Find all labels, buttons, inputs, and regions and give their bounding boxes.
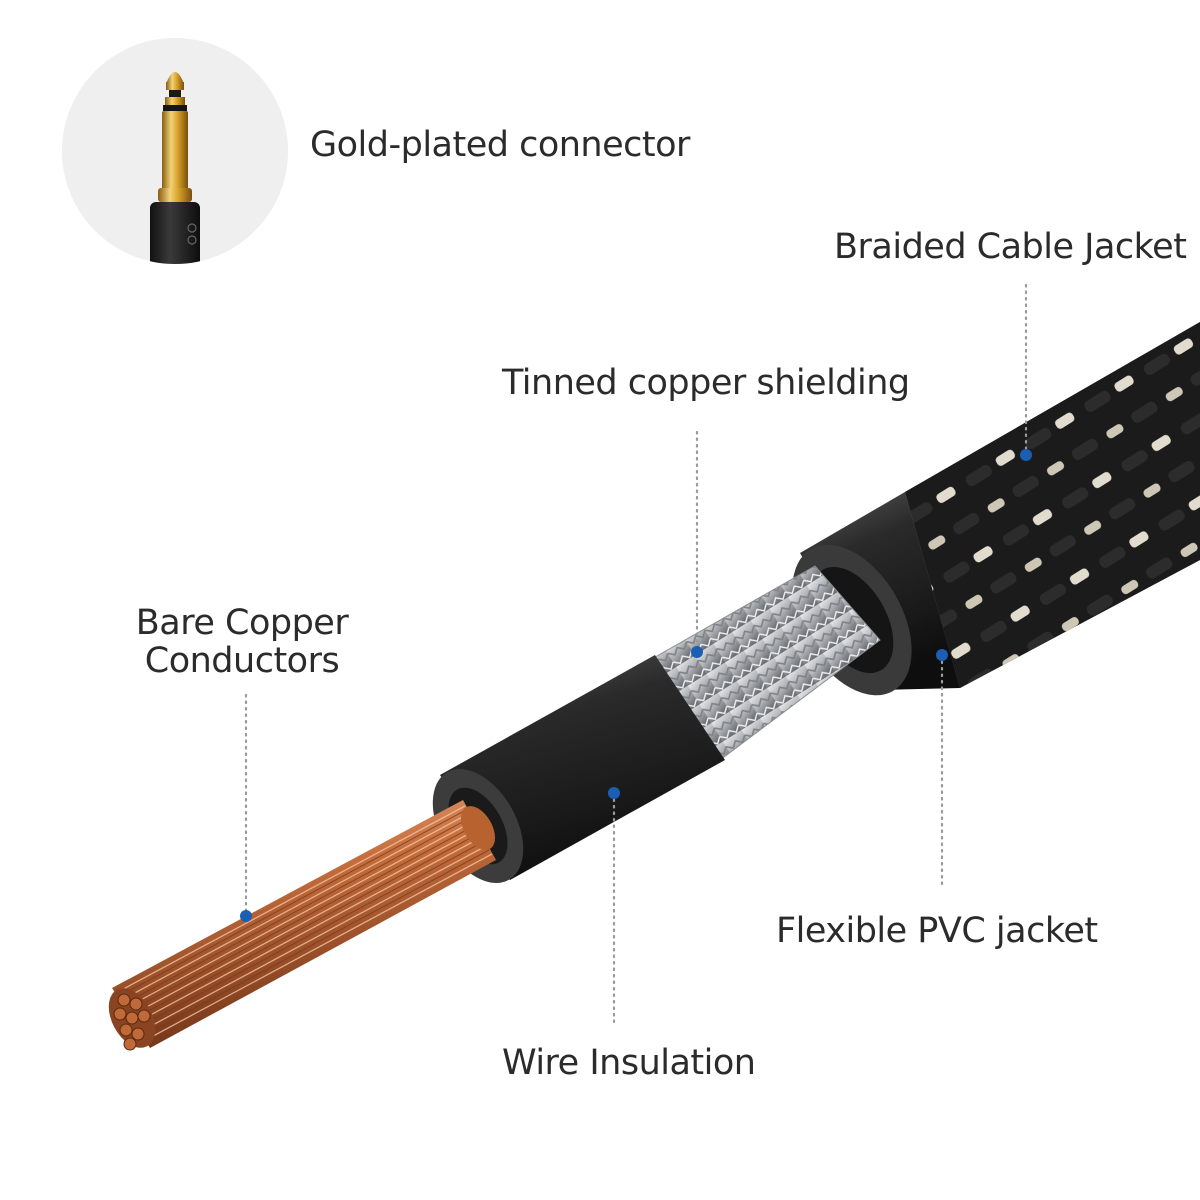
label-connector: Gold-plated connector [310, 125, 690, 165]
label-conductors-line2: Conductors [144, 641, 340, 681]
label-conductors: Bare Copper Conductors [130, 604, 354, 680]
label-shielding: Tinned copper shielding [502, 363, 910, 403]
markers [240, 449, 1032, 922]
marker-shielding [691, 646, 703, 658]
copper-conductors-shape [108, 800, 496, 1051]
marker-conductors [240, 910, 252, 922]
label-braided-jacket: Braided Cable Jacket [834, 227, 1187, 267]
label-insulation: Wire Insulation [502, 1043, 756, 1083]
marker-insulation [608, 787, 620, 799]
label-pvc-jacket: Flexible PVC jacket [776, 911, 1098, 951]
connector-inset [62, 38, 288, 264]
marker-braided-jacket [1020, 449, 1032, 461]
leader-lines [244, 283, 1028, 1026]
label-conductors-line1: Bare Copper [135, 603, 349, 643]
marker-pvc-jacket [936, 649, 948, 661]
jack-plug-icon [150, 72, 200, 264]
shielding-shape [650, 566, 880, 760]
